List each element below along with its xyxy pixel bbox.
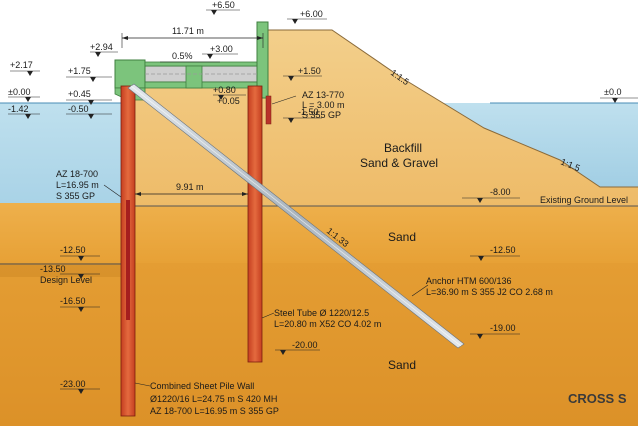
sand-upper-label: Sand (388, 230, 416, 244)
svg-text:L=16.95 m: L=16.95 m (56, 180, 99, 190)
level-right-m1900: -19.00 (490, 323, 516, 333)
level-left-m142: -1.42 (8, 104, 29, 114)
level-left-045: +0.45 (68, 89, 91, 99)
dimension-pile-spacing (135, 192, 248, 196)
combined-wall-label: Combined Sheet Pile Wall Ø1220/16 L=24.7… (134, 381, 279, 416)
dimension-width-top (121, 33, 264, 48)
svg-text:L=20.80 m X52 CO 4.02 m: L=20.80 m X52 CO 4.02 m (274, 319, 381, 329)
svg-text:L = 3.00 m: L = 3.00 m (302, 100, 344, 110)
steel-tube-pile (247, 85, 263, 363)
svg-text:Ø1220/16 L=24.75 m S 420 MH: Ø1220/16 L=24.75 m S 420 MH (150, 394, 277, 404)
cross-section-title: CROSS S (568, 391, 627, 406)
level-slope-top: +6.00 (300, 9, 323, 19)
steel-tube-label: Steel Tube Ø 1220/12.5 L=20.80 m X52 CO … (261, 308, 381, 329)
design-level-label: Design Level (40, 275, 92, 285)
level-mid-300: +3.00 (210, 44, 233, 54)
anchor-rod (127, 83, 465, 349)
deck-top (144, 61, 258, 67)
level-top-wall: +6.50 (212, 0, 235, 10)
width-top-label: 11.71 m (172, 26, 204, 36)
deck-middle-rib (185, 65, 203, 89)
svg-text:Combined Sheet Pile Wall: Combined Sheet Pile Wall (150, 381, 254, 391)
svg-text:AZ 13-770: AZ 13-770 (302, 90, 344, 100)
level-left-217: +2.17 (10, 60, 33, 70)
svg-text:Steel Tube Ø 1220/12.5: Steel Tube Ø 1220/12.5 (274, 308, 369, 318)
level-left-m1650: -16.50 (60, 296, 86, 306)
level-left-175: +1.75 (68, 66, 91, 76)
az18-label: AZ 18-700 L=16.95 m S 355 GP (56, 169, 122, 201)
existing-ground-label: Existing Ground Level (540, 195, 628, 205)
az13-sheet-pile (265, 95, 272, 125)
level-left-000: ±0.00 (8, 87, 30, 97)
level-markers (25, 10, 618, 394)
level-lines (8, 9, 638, 390)
combined-pile-core (126, 200, 130, 320)
sand-lower-layer (0, 263, 638, 426)
level-mid-080: +0.80 (213, 85, 236, 95)
level-left-m050: -0.50 (68, 104, 89, 114)
sand-lower-label: Sand (388, 358, 416, 372)
svg-text:S 355 GP: S 355 GP (56, 191, 95, 201)
level-right-m1250: -12.50 (490, 245, 516, 255)
deck-left-block (114, 59, 146, 89)
backfill-material-label: Sand & Gravel (360, 156, 438, 170)
level-left-m2300: -23.00 (60, 379, 86, 389)
svg-text:Anchor HTM 600/136: Anchor HTM 600/136 (426, 276, 512, 286)
deck-upstand-wall (256, 21, 269, 99)
level-far-right-000: ±0.0 (604, 87, 621, 97)
svg-text:L=36.90 m S 355 J2 CO 2.68 m: L=36.90 m S 355 J2 CO 2.68 m (426, 287, 553, 297)
dredged-strip (0, 263, 122, 277)
level-left-m1250: -12.50 (60, 245, 86, 255)
level-right-m2000: -20.00 (292, 340, 318, 350)
level-design-m1350: -13.50 (40, 264, 66, 274)
embankment-slope-line (262, 29, 638, 188)
svg-text:AZ 18-700 L=16.95 m S 355 GP: AZ 18-700 L=16.95 m S 355 GP (150, 406, 279, 416)
svg-text:S 355 GP: S 355 GP (302, 110, 341, 120)
svg-text:AZ 18-700: AZ 18-700 (56, 169, 98, 179)
level-right-m150: -1.50 (298, 107, 319, 117)
backfill-label: Backfill (384, 141, 422, 155)
pile-spacing-label: 9.91 m (176, 182, 204, 192)
level-right-150: +1.50 (298, 66, 321, 76)
level-mid-005: +0.05 (217, 96, 240, 106)
level-existing-ground: -8.00 (490, 187, 511, 197)
level-left-294: +2.94 (90, 42, 113, 52)
anchor-label: Anchor HTM 600/136 L=36.90 m S 355 J2 CO… (411, 276, 553, 297)
deck-slope-label: 0.5% (172, 51, 193, 61)
az13-label: AZ 13-770 L = 3.00 m S 355 GP (271, 90, 344, 120)
